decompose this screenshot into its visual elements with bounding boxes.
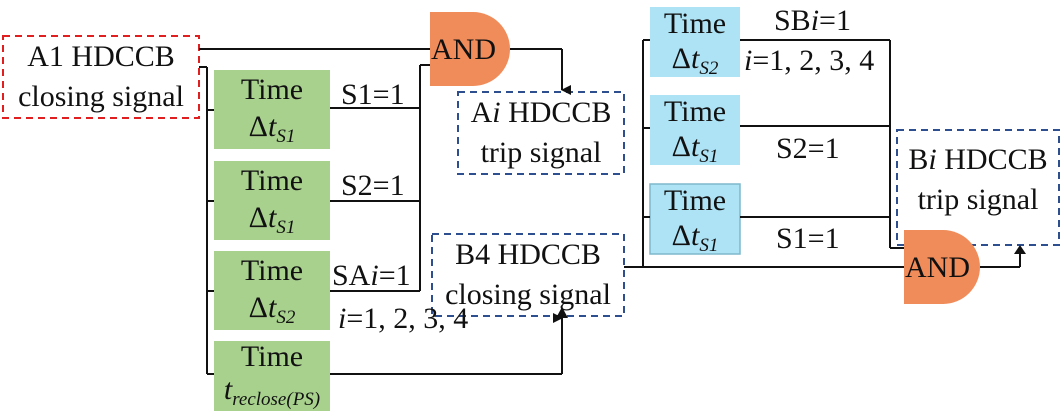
right-wiring [624, 39, 1021, 268]
ai-trip-line2: trip signal [480, 136, 602, 169]
timer-reclose-text: Time treclose(PS) [223, 340, 321, 410]
a1-closing-signal-label: A1 HDCCB closing signal [3, 37, 199, 117]
condition-s2-left: S2=1 [341, 169, 405, 202]
ai-trip-signal-box [457, 91, 625, 175]
b4-closing-signal-box [431, 233, 625, 317]
bi-trip-signal-box [896, 129, 1060, 246]
timer-box-s1-b [214, 161, 330, 240]
condition-s2-right: S2=1 [776, 132, 840, 165]
ai-trip-line1: Ai HDCCB [470, 96, 612, 129]
and-gate-top-label: AND [431, 33, 496, 66]
arrow-to-bi-trip [1014, 245, 1026, 254]
timer-box-s1-c [650, 95, 740, 165]
a1-closing-line1: A1 HDCCB [27, 40, 175, 73]
condition-s1-right: S1=1 [776, 222, 840, 255]
timer-box-s1-a [214, 70, 330, 149]
and-gate-top [430, 12, 510, 86]
timer-s2-a-text: Time ΔtS2 [240, 254, 304, 328]
and-gate-bottom-label: AND [905, 251, 970, 284]
b4-closing-signal-label: B4 HDCCB closing signal [432, 235, 624, 315]
condition-range-b: i=1, 2, 3, 4 [744, 44, 875, 77]
timer-box-reclose [214, 341, 330, 411]
b4-closing-line1: B4 HDCCB [455, 238, 601, 271]
condition-s1-left: S1=1 [341, 78, 405, 111]
condition-sbi: SBi=1 [774, 4, 851, 37]
timer-box-s2-b [650, 7, 740, 77]
condition-sai: SAi=1 [332, 259, 411, 292]
a1-closing-signal-box [2, 35, 200, 119]
bi-trip-line2: trip signal [917, 183, 1039, 216]
arrow-to-b4-close [556, 307, 568, 318]
timer-s1-d-text: Time ΔtS1 [663, 184, 727, 256]
condition-range-a: i=1, 2, 3, 4 [338, 302, 469, 335]
a1-closing-line2: closing signal [18, 80, 184, 113]
timer-box-s1-d [649, 183, 741, 255]
timer-s1-b-text: Time ΔtS1 [240, 164, 304, 238]
timer-s1-a-text: Time ΔtS1 [240, 73, 304, 147]
ai-trip-signal-label: Ai HDCCB trip signal [458, 93, 624, 173]
timer-s2-b-text: Time ΔtS2 [663, 7, 727, 79]
timer-s1-c-text: Time ΔtS1 [663, 95, 727, 167]
b4-closing-line2: closing signal [445, 278, 611, 311]
timer-box-s2-a [214, 251, 330, 330]
left-wiring [199, 48, 571, 375]
bi-trip-signal-label: Bi HDCCB trip signal [897, 140, 1059, 220]
bi-trip-line1: Bi HDCCB [908, 143, 1048, 176]
and-gate-bottom [904, 230, 980, 304]
